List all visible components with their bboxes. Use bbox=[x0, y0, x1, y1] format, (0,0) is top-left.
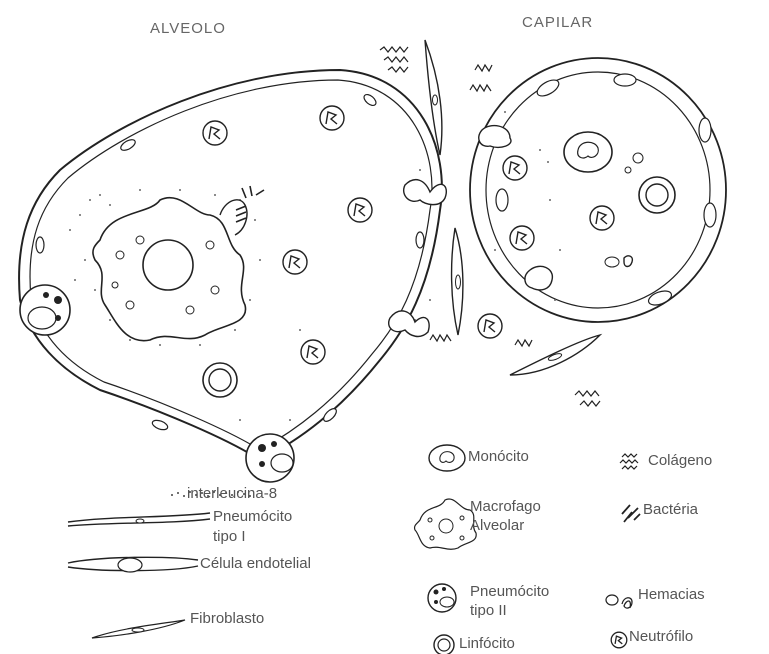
legend-hemacias: Hemacias bbox=[638, 586, 705, 603]
legend-endotelial: Célula endotelial bbox=[200, 555, 311, 572]
colageno-icon bbox=[620, 454, 638, 469]
capillary-wall-inner bbox=[486, 72, 710, 308]
legend-macrofago-line1: Macrofago bbox=[470, 498, 541, 515]
bacteria-icon bbox=[622, 505, 640, 522]
legend-fibroblasto: Fibroblasto bbox=[190, 610, 264, 627]
legend-macrofago-line2: Alveolar bbox=[470, 517, 524, 534]
hemacias-icon bbox=[606, 595, 618, 605]
legend-pneumocito1-line1: Pneumócito bbox=[213, 508, 292, 525]
capillary-wall-outer bbox=[470, 58, 726, 322]
neutrofilo-icon bbox=[611, 632, 627, 648]
legend-pneumocito1-line2: tipo I bbox=[213, 528, 246, 545]
title-alveolo: ALVEOLO bbox=[150, 20, 226, 37]
legend-neutrofilo: Neutrófilo bbox=[629, 628, 693, 645]
legend-bacteria: Bactéria bbox=[643, 501, 698, 518]
legend-colageno: Colágeno bbox=[648, 452, 712, 469]
neutrofilo-transmigrating bbox=[389, 180, 447, 337]
title-capilar: CAPILAR bbox=[522, 14, 593, 31]
legend-linfocito: Linfócito bbox=[459, 635, 515, 652]
pneumocito-tipo-ii-left bbox=[20, 285, 70, 335]
capillary bbox=[470, 58, 726, 322]
pneumocito-tipo-ii-bottom bbox=[246, 434, 294, 482]
legend-pneumocito2-line2: tipo II bbox=[470, 602, 507, 619]
legend-interleucina: interleucina-8 bbox=[187, 485, 277, 502]
legend-monocito: Monócito bbox=[468, 448, 529, 465]
legend-icons bbox=[68, 445, 640, 654]
legend-pneumocito2-line1: Pneumócito bbox=[470, 583, 549, 600]
alveolus bbox=[19, 70, 442, 482]
